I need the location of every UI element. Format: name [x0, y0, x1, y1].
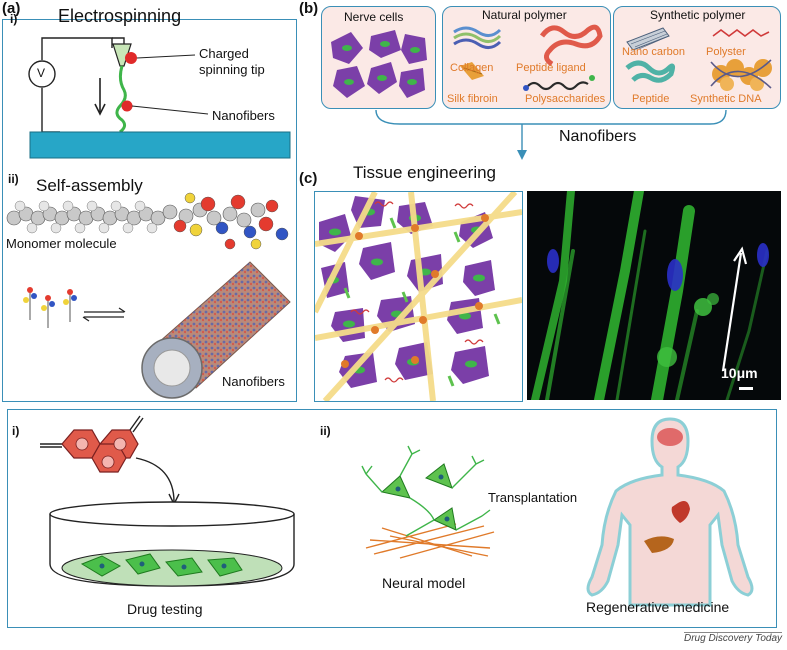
transplantation-label: Transplantation — [488, 490, 578, 505]
drug-testing-index: i) — [12, 424, 20, 438]
micrograph-fibers — [531, 191, 769, 400]
peptide-chain-icon — [625, 60, 676, 83]
scale-bar-label: 10μm — [721, 365, 758, 381]
silk-fibroin-icon — [460, 62, 484, 80]
liver-icon — [644, 536, 674, 553]
nanofibers-label-electrospinning: Nanofibers — [212, 108, 275, 123]
panel-a-frame — [2, 19, 297, 402]
drug-testing-label: Drug testing — [127, 601, 203, 617]
panel-b-tag: (b) — [299, 0, 319, 17]
collagen-icon — [453, 26, 502, 49]
nanofiber-dot — [121, 100, 133, 112]
neural-model-label: Neural model — [382, 575, 466, 591]
heart-icon — [671, 501, 690, 523]
fluorescence-micrograph: 10μm — [527, 191, 781, 400]
human-body-icon — [586, 417, 754, 607]
nano-carbon-icon — [626, 27, 670, 51]
synthetic-dna-icon — [710, 59, 772, 91]
charged-tip-label-2: spinning tip — [199, 62, 265, 77]
nanofibers-bracket — [375, 109, 727, 160]
electrospinning-diagram — [28, 37, 291, 159]
charged-tip-dot — [125, 52, 137, 64]
charged-tip-label-1: Charged — [199, 46, 249, 61]
brain-icon — [657, 428, 683, 446]
voltage-symbol: V — [37, 66, 46, 80]
peptide-ligand-icon — [539, 24, 603, 67]
journal-credit: Drug Discovery Today — [684, 632, 783, 644]
nanofibers-label-self-assembly: Nanofibers — [222, 374, 285, 389]
regenerative-medicine-label: Regenerative medicine — [586, 599, 730, 615]
scaffold-illustration — [315, 192, 522, 401]
regen-index: ii) — [320, 424, 331, 438]
drug-molecule-icon — [40, 415, 180, 506]
panel-a-tag: (a) — [2, 0, 21, 17]
monomer-molecule-model — [6, 192, 289, 250]
synthetic-polymer-icons — [625, 27, 772, 91]
electrospinning-index: i) — [10, 12, 18, 26]
polysaccharides-label: Polysaccharides — [525, 93, 606, 105]
neural-model-icon — [361, 445, 495, 559]
nano-carbon-label: Nano carbon — [622, 46, 685, 58]
body-outline — [586, 417, 754, 607]
nerve-cells-label: Nerve cells — [344, 10, 404, 24]
syringe-icon — [112, 43, 132, 67]
natural-polymer-icons — [453, 24, 603, 91]
natural-polymer-label: Natural polymer — [482, 8, 567, 22]
synthetic-dna-label: Synthetic DNA — [690, 93, 762, 105]
silk-fibroin-label: Silk fibroin — [447, 93, 498, 105]
monomer-molecule-label: Monomer molecule — [6, 236, 117, 251]
polysaccharides-icon — [527, 81, 589, 91]
panel-d-frame — [7, 409, 777, 628]
self-assembly-title: Self-assembly — [36, 176, 143, 195]
collagen-label: Collagen — [450, 62, 494, 74]
nanofibers-label-b: Nanofibers — [559, 128, 637, 145]
petri-dish-icon — [49, 501, 295, 587]
polyster-icon — [712, 29, 770, 37]
panel-c-tag: (c) — [299, 170, 318, 187]
voltmeter-icon — [28, 60, 56, 88]
tissue-engineering-title: Tissue engineering — [353, 163, 497, 182]
self-assembly-index: ii) — [8, 172, 19, 186]
synthetic-polymer-label: Synthetic polymer — [650, 8, 746, 22]
peptide-ligand-label: Peptide ligand — [516, 62, 586, 74]
polyster-label: Polyster — [706, 46, 746, 58]
electrospinning-title: Electrospinning — [58, 6, 182, 26]
collector-plate — [29, 131, 291, 159]
self-assembly-illustration — [23, 261, 291, 399]
nanofiber-jet — [115, 65, 127, 134]
synthetic-polymer-box — [613, 6, 781, 109]
peptide-label: Peptide — [632, 93, 670, 105]
scaffold-illustration-frame — [314, 191, 523, 402]
nerve-cells-icon — [331, 30, 427, 98]
natural-polymer-box — [442, 6, 611, 109]
